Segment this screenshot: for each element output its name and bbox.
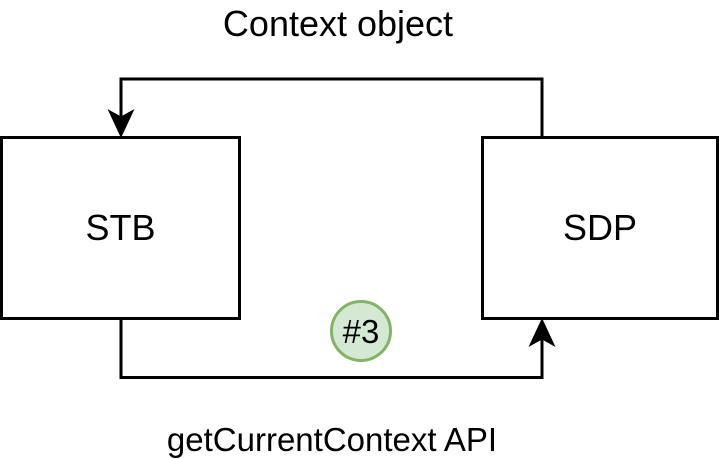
bottom-edge-arrowhead-icon [528,318,556,347]
step-badge: #3 [330,300,392,362]
sdp-node-label: SDP [562,207,638,248]
step-badge-label: #3 [342,312,380,350]
stb-node: STB [0,136,241,320]
bottom-edge-line [119,318,544,379]
stb-node-label: STB [85,207,156,248]
top-edge-label: Context object [222,3,454,44]
top-edge-line [119,77,544,138]
bottom-edge-label: getCurrentContext API [166,421,498,458]
top-edge-arrowhead-icon [107,109,135,138]
sdp-node: SDP [481,136,719,320]
